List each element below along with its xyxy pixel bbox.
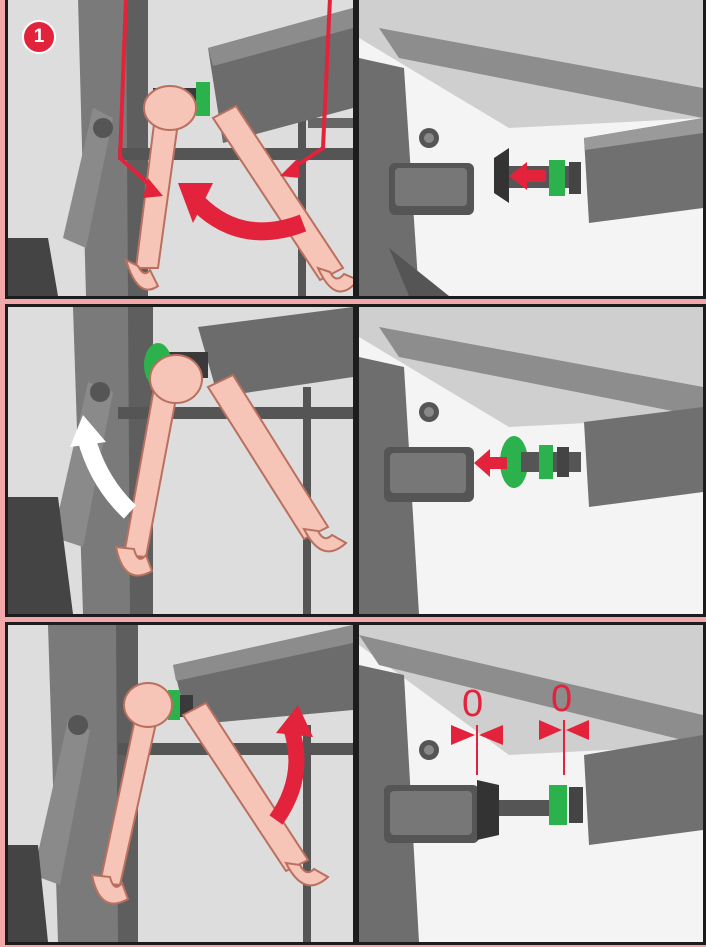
- frame-tube: [584, 407, 703, 507]
- gap-label-right: 0: [551, 680, 572, 718]
- panel-row1-left: 1: [5, 0, 356, 299]
- stop-bolt-head: [477, 780, 499, 840]
- step-badge: 1: [22, 20, 56, 54]
- panel-row2-right: [356, 304, 706, 617]
- row2-left-illustration: [8, 307, 353, 614]
- red-straight-arrow: [524, 170, 546, 182]
- panel-row3-left: [5, 622, 356, 945]
- row1-left-illustration: [8, 0, 353, 296]
- panel-row2-left: [5, 304, 356, 617]
- green-nut: [549, 785, 567, 825]
- panel-row3-right: 0 0: [356, 622, 706, 945]
- row2-right-illustration: [359, 307, 703, 614]
- row3-left-illustration: [8, 625, 353, 942]
- green-nut: [549, 160, 565, 196]
- gap-label-left: 0: [462, 685, 483, 723]
- panel-row1-right: [356, 0, 706, 299]
- row3-right-illustration: [359, 625, 703, 942]
- row1-right-illustration: [359, 0, 703, 296]
- green-nut: [196, 82, 210, 116]
